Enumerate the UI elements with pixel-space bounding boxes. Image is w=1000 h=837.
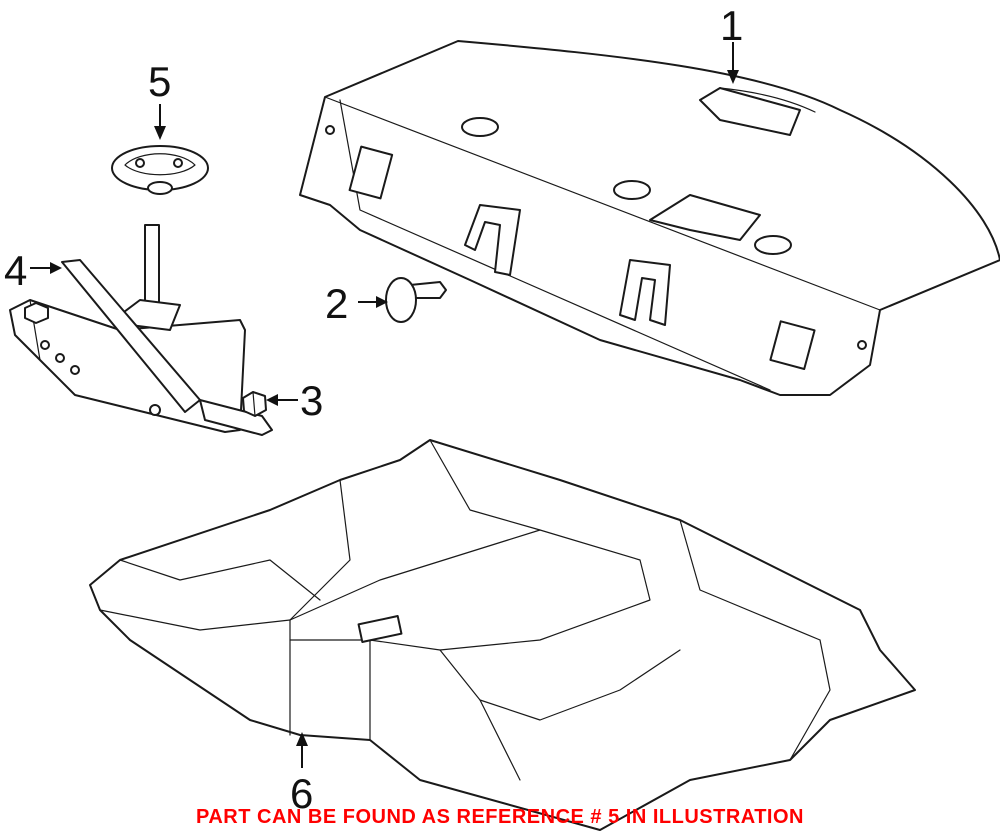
callout-1-label: 1 (720, 2, 743, 49)
jack-assembly-part[interactable] (9, 224, 273, 436)
footer-note: PART CAN BE FOUND AS REFERENCE # 5 IN IL… (196, 806, 804, 828)
callout-5-label: 5 (148, 58, 171, 105)
callout-2-label: 2 (325, 280, 348, 327)
callout-2-arrow (358, 296, 388, 308)
push-pin-clip-part[interactable] (385, 277, 447, 323)
floor-carpet-part[interactable] (89, 439, 916, 831)
callout-3-arrow (266, 394, 298, 406)
cap-nut-fastener-part[interactable] (111, 145, 209, 195)
package-tray-part[interactable] (299, 40, 1000, 396)
callout-5-arrow (154, 104, 166, 140)
callout-1-arrow (727, 42, 739, 84)
callout-6-label: 6 (290, 770, 313, 817)
callout-4-label: 4 (4, 247, 27, 294)
callout-3-label: 3 (300, 377, 323, 424)
callout-4-arrow (30, 262, 62, 274)
callout-6-arrow (296, 732, 308, 768)
